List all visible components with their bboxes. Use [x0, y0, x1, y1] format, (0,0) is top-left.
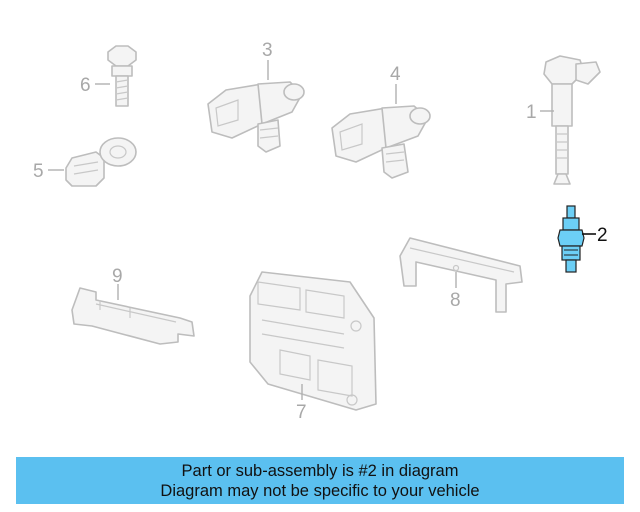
callout-7: 7: [296, 402, 307, 423]
part-5-knock-sensor[interactable]: [65, 137, 137, 187]
part-2-spark-plug[interactable]: [557, 205, 585, 273]
banner-line-1: Part or sub-assembly is #2 in diagram: [181, 461, 459, 480]
banner-line-2: Diagram may not be specific to your vehi…: [160, 481, 480, 500]
callout-4: 4: [390, 64, 401, 85]
part-7-control-module[interactable]: [249, 271, 377, 411]
callout-1: 1: [526, 102, 537, 123]
part-3-sensor[interactable]: [207, 81, 305, 153]
info-banner: Part or sub-assembly is #2 in diagram Di…: [16, 457, 624, 504]
part-8-bracket[interactable]: [399, 237, 523, 313]
part-6-bolt[interactable]: [107, 45, 137, 107]
callout-3: 3: [262, 40, 273, 61]
callout-2: 2: [597, 225, 608, 246]
callout-6: 6: [80, 75, 91, 96]
parts-diagram: 6 5 3 4 1: [33, 40, 608, 423]
callout-8: 8: [450, 290, 461, 311]
part-1-ignition-coil[interactable]: [543, 55, 601, 185]
part-9-bracket[interactable]: [71, 287, 195, 345]
callout-5: 5: [33, 161, 44, 182]
callout-9: 9: [112, 266, 123, 287]
part-4-sensor[interactable]: [331, 105, 431, 179]
